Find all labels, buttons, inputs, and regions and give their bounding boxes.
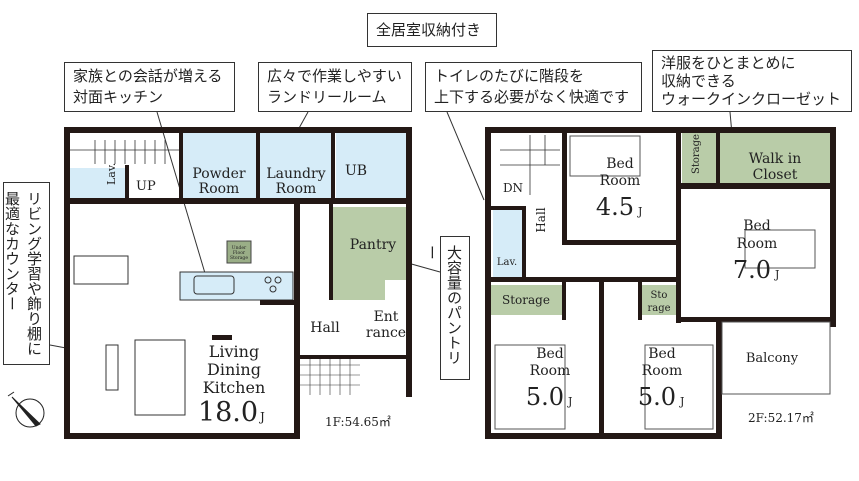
lav-2f [493,210,522,277]
label-ub: UB [345,163,367,179]
callout-line: 大容量のパントリー [423,245,463,365]
label-bed70-unit: J [774,268,779,281]
callout-closet: 洋服をひとまとめに 収納できる ウォークインクローゼット [652,50,852,112]
floor2: DN Hall Lav. Bed Room 4.5 J Storage Walk… [485,127,836,439]
callout-toilet: トイレのたびに階段を 上下する必要がなく快適です [425,62,642,112]
label-pantry: Pantry [350,237,396,253]
label-ldk-2: Dining [207,360,261,379]
entrance-tiles [300,358,360,395]
label-dn: DN [503,181,523,195]
label-powder-1: Powder [192,166,246,182]
underfloor-storage [226,240,252,264]
label-storage-2f: Storage [502,293,550,307]
label-laundry-1: Laundry [266,166,325,182]
label-ldk-3: Kitchen [203,378,266,397]
powder-room [183,132,257,200]
label-hall-1f: Hall [310,320,340,336]
label-bed45-size: 4.5 [596,193,634,221]
callout-all-rooms-storage: 全居室収納付き [367,13,497,47]
label-lav-2f: Lav. [497,257,517,268]
callout-line: 家族との会話が増える [73,67,223,85]
label-bed70-1: Bed [743,218,771,234]
pantry [332,207,408,280]
label-bed45-1: Bed [606,156,634,172]
callout-line: 対面キッチン [73,88,164,106]
callout-counter: リビング学習や飾り棚に 最適なカウンター [3,182,50,365]
coffee-table [105,344,119,391]
pantry-shoe-storage [332,280,385,300]
laundry-room [260,132,332,200]
storage-2f [491,285,562,315]
label-underfloor-2: Floor [233,250,246,256]
label-bed50b-2: Room [642,363,683,379]
callout-line: ランドリールーム [267,88,387,106]
label-laundry-2: Room [276,181,317,197]
walls-2f [485,127,836,439]
bed-45j [569,135,641,177]
label-wic-2: Closet [753,167,798,183]
label-bed45-2: Room [600,173,641,189]
label-entrance-1: Ent [374,309,399,325]
compass-icon [7,391,45,428]
label-balcony: Balcony [746,351,799,366]
floor1-area: 1F:54.65㎡ [325,415,391,429]
stairs-2f [500,135,560,195]
label-wic-1: Walk in [749,151,801,167]
callout-text: 全居室収納付き [376,21,482,39]
lav-1f [70,168,125,200]
callout-line: トイレのたびに階段を [434,67,585,85]
label-underfloor-1: Under [232,245,247,251]
callout-line: 上下する必要がなく快適です [434,88,630,106]
bed-5j-a [494,344,566,430]
label-up: UP [136,179,156,194]
floor1: Lav. UP Powder Room Laundry Room UB Pant… [64,127,412,439]
callout-line: 広々で作業しやすい [267,67,402,85]
storage-small [641,285,677,315]
label-bed50a-unit: J [567,395,572,408]
callout-laundry: 広々で作業しやすい ランドリールーム [258,62,412,112]
label-bed50a-size: 5.0 [526,383,564,411]
label-ldk-size: 18.0 [198,397,258,428]
label-storage-small-1: Sto [651,290,668,301]
label-bed50a-1: Bed [536,346,564,362]
label-bed50b-unit: J [679,395,684,408]
storage-vertical [682,133,716,183]
label-powder-2: Room [199,181,240,197]
label-bed50b-1: Bed [648,346,676,362]
sofa [134,339,186,416]
stairs-1f [70,140,180,164]
label-storage-vertical: Storage [691,134,702,174]
label-hall-2f: Hall [534,207,548,232]
label-ldk-1: Living [209,342,259,361]
label-underfloor-3: Storage [230,255,248,261]
label-bed70-size: 7.0 [733,256,771,284]
label-bed50b-size: 5.0 [638,383,676,411]
callout-line: 収納できる [661,72,736,90]
sink-icon [193,275,235,295]
callout-line: リビング学習や飾り棚に [25,191,43,356]
label-storage-small-2: rage [647,303,670,314]
label-ldk-unit: J [258,410,265,424]
callout-line: 洋服をひとまとめに [661,54,796,72]
callout-kitchen: 家族との会話が増える 対面キッチン [64,62,235,112]
label-bed45-unit: J [637,205,642,218]
unit-bath [336,132,408,200]
label-bed70-2: Room [737,236,778,252]
floor2-area: 2F:52.17㎡ [748,411,814,425]
dining-table [73,255,129,285]
label-lav-1f: Lav. [105,163,118,185]
walls-1f [64,127,412,439]
callout-line: 最適なカウンター [3,191,21,311]
label-bed50a-2: Room [530,363,571,379]
balcony-area [721,321,831,395]
callout-pantry: 大容量のパントリー [423,236,470,380]
stove-icon [264,276,282,293]
bed-7j [744,229,816,269]
bed-5j-b [644,344,714,430]
walk-in-closet [720,133,830,183]
callout-line: ウォークインクローゼット [661,90,842,108]
label-entrance-2: rance [366,325,406,341]
